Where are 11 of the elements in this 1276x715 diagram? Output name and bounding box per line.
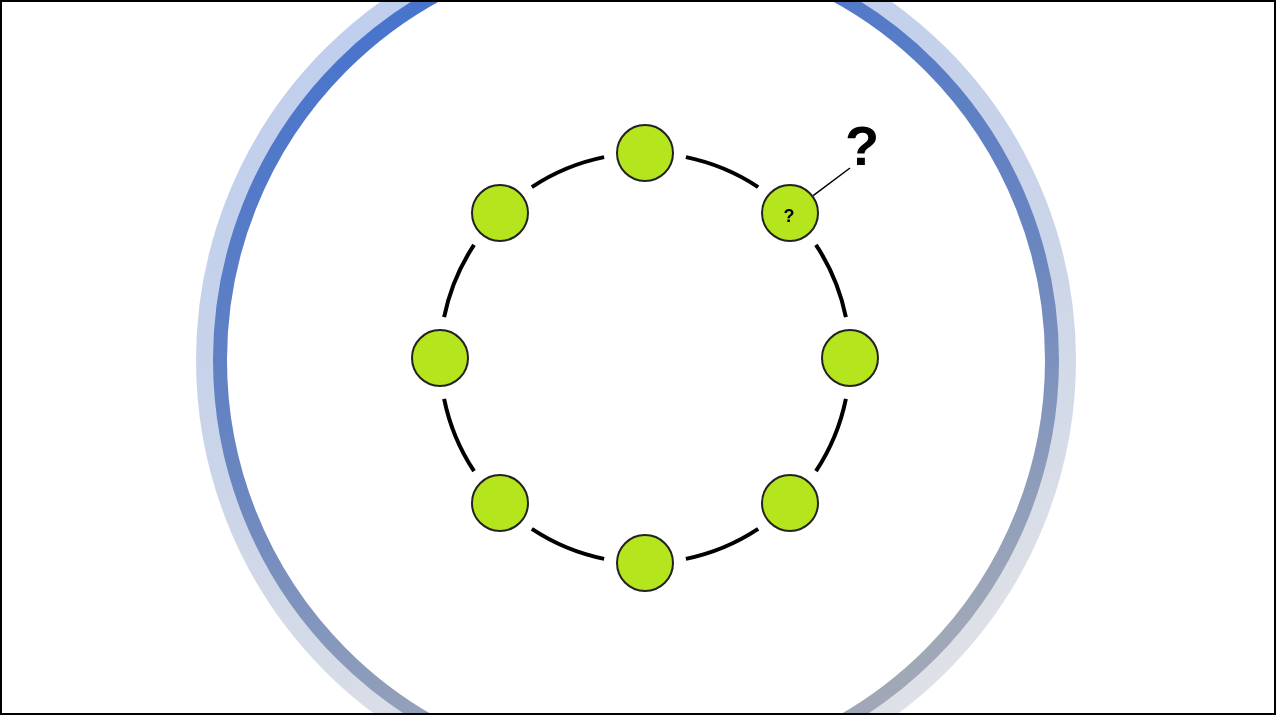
ring-arc xyxy=(814,243,848,318)
leader-line xyxy=(812,167,851,197)
ring-arc xyxy=(442,398,476,473)
question-mark: ? xyxy=(783,207,795,226)
question-mark: ? xyxy=(844,118,880,174)
ring-arc xyxy=(814,398,848,473)
ring-arc xyxy=(442,243,476,318)
ring-arc xyxy=(530,527,605,561)
ring-arc xyxy=(685,155,760,189)
ring-arc xyxy=(685,527,760,561)
ring-arc xyxy=(530,155,605,189)
